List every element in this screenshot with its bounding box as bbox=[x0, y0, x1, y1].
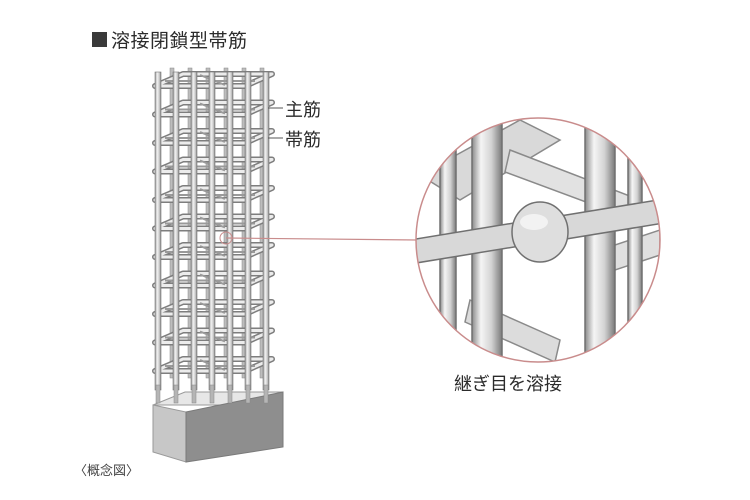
concrete-base bbox=[152, 391, 284, 463]
rebar-cage bbox=[152, 67, 275, 404]
rebar-stub-1 bbox=[155, 384, 161, 404]
rebar-stub-6 bbox=[245, 384, 251, 404]
main-rebar-front-6 bbox=[244, 71, 252, 391]
rebar-stub-3 bbox=[191, 384, 197, 404]
leader-line bbox=[225, 237, 419, 241]
weld-caption: 継ぎ目を溶接 bbox=[454, 374, 562, 395]
label-hoop-rebar: 帯筋 bbox=[285, 130, 321, 151]
weld-point-marker bbox=[219, 231, 233, 245]
main-rebar-front-3 bbox=[190, 71, 198, 391]
title-square-icon bbox=[92, 32, 107, 47]
diagram-title: 溶接閉鎖型帯筋 bbox=[92, 26, 248, 53]
main-rebar-front-7 bbox=[262, 71, 270, 391]
concept-note: 〈概念図〉 bbox=[74, 464, 140, 479]
rebar-stub-2 bbox=[173, 384, 179, 404]
main-rebar-front-2 bbox=[172, 71, 180, 391]
rebar-stub-7 bbox=[263, 384, 269, 404]
title-text: 溶接閉鎖型帯筋 bbox=[111, 30, 248, 52]
rebar-stub-4 bbox=[209, 384, 215, 404]
rebar-stub-5 bbox=[227, 384, 233, 404]
main-rebar-front-5 bbox=[226, 71, 234, 391]
main-rebar-front-4 bbox=[208, 71, 216, 391]
label-main-rebar: 主筋 bbox=[285, 100, 321, 121]
main-rebar-front-1 bbox=[154, 71, 162, 391]
weld-detail-zoom bbox=[415, 117, 661, 363]
